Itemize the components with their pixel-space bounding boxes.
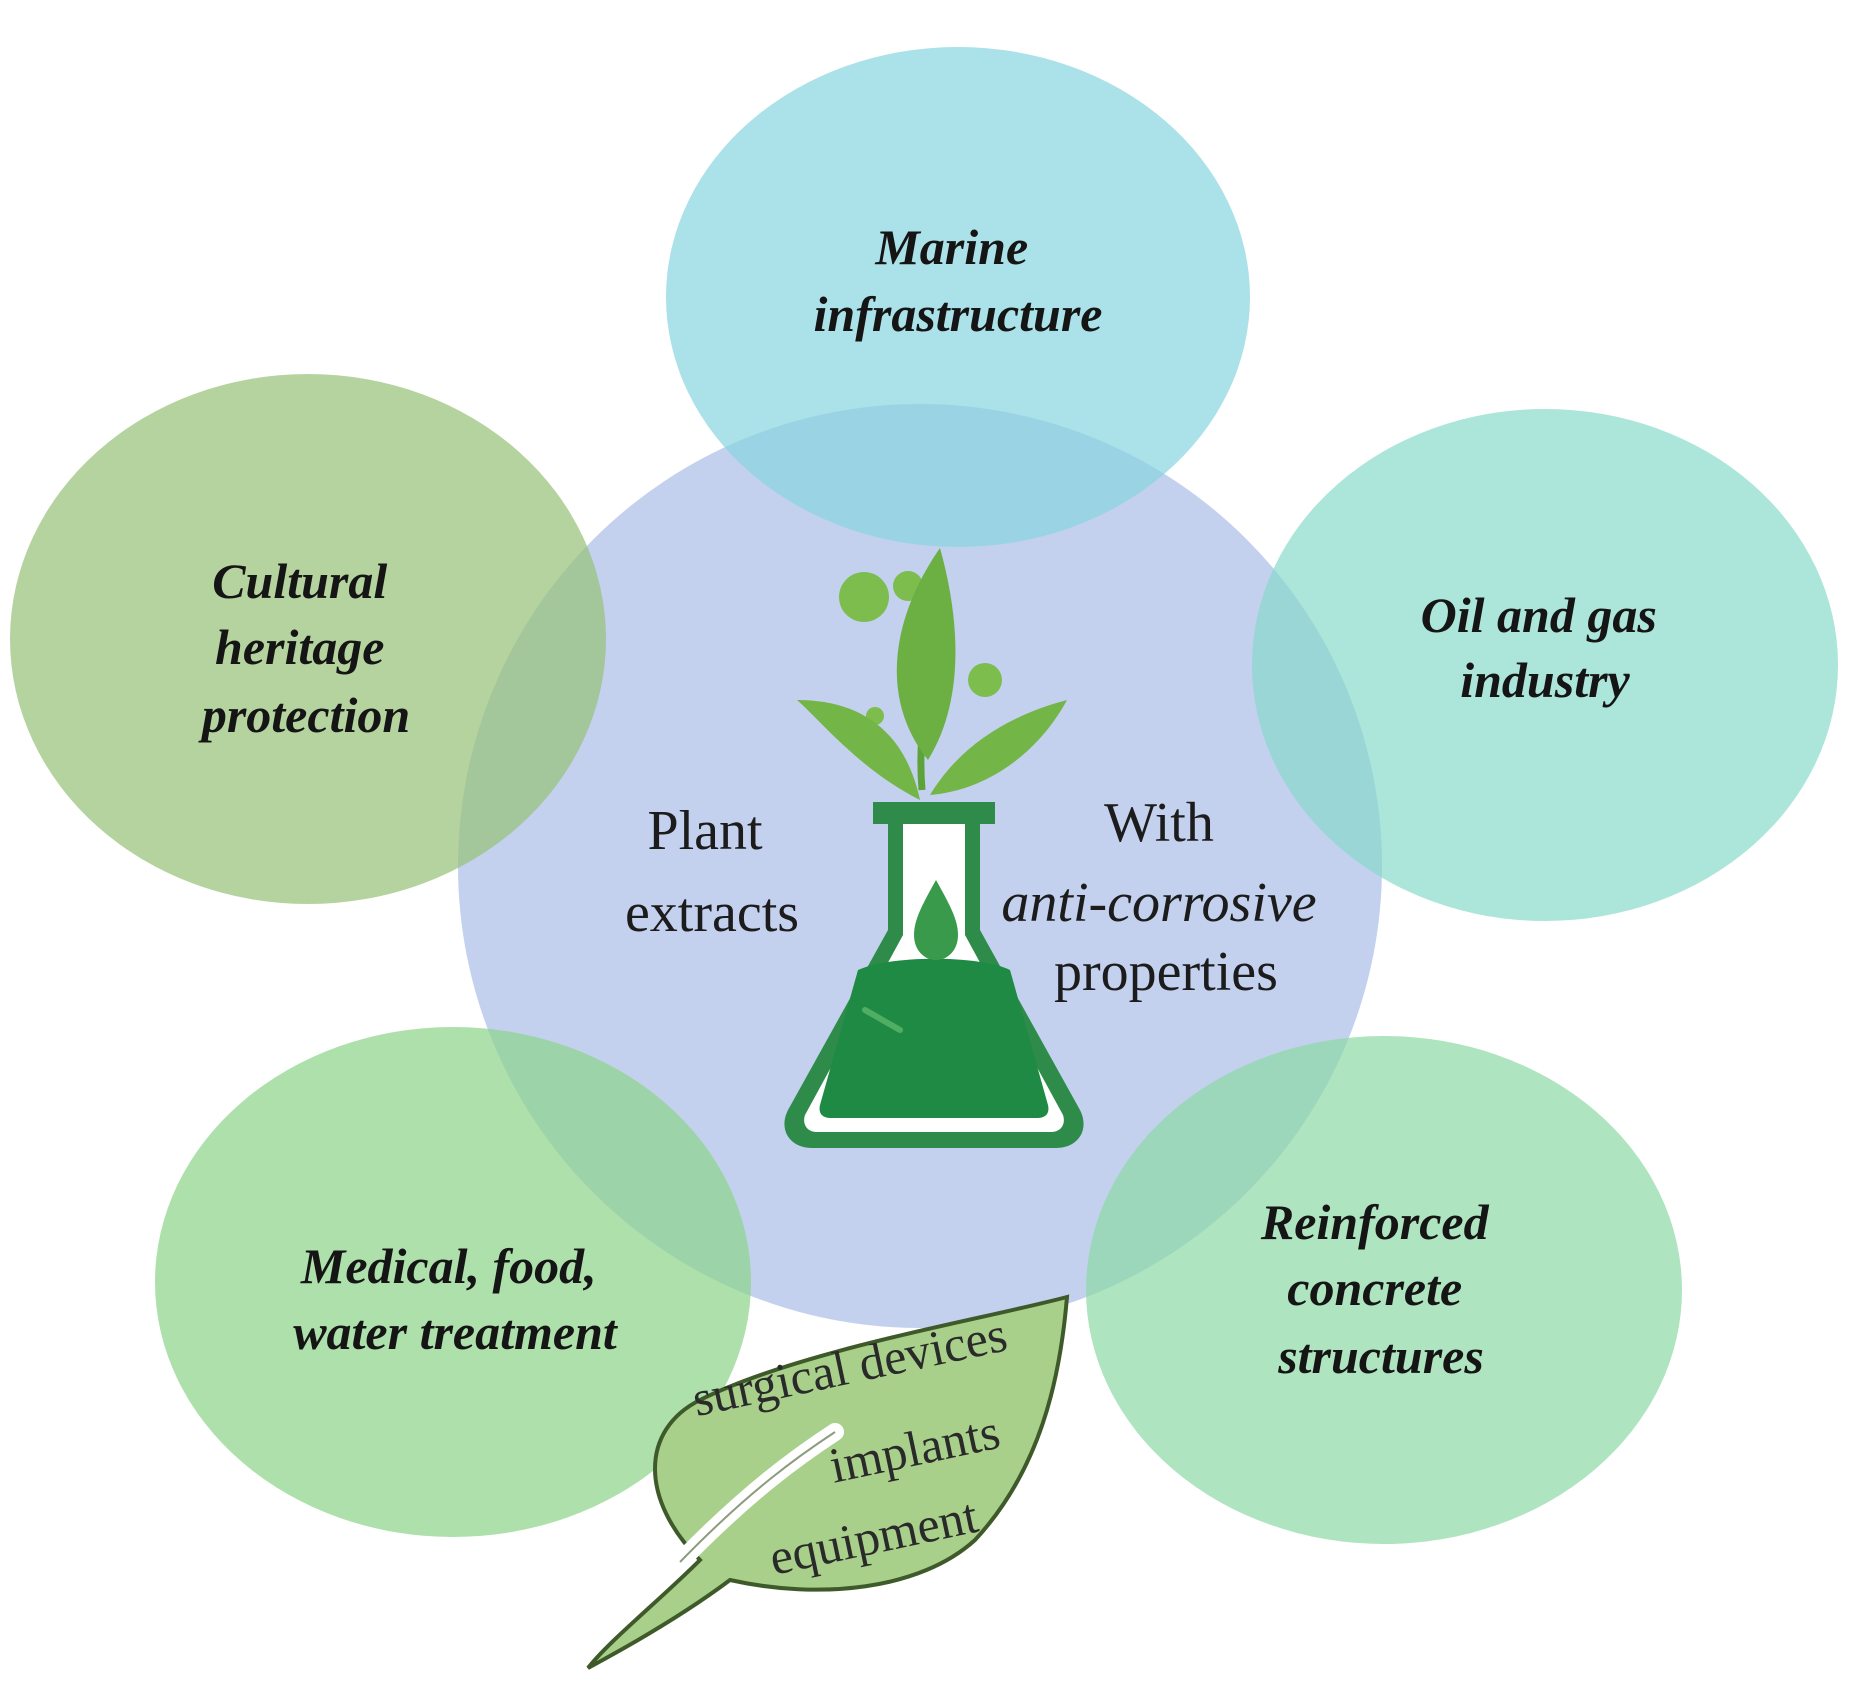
center-right-line-1: With (1104, 792, 1214, 854)
marine-line-2: infrastructure (814, 286, 1103, 342)
oil-gas-label: Oil and gas industry (1421, 587, 1670, 708)
oil-gas-line-1: Oil and gas (1421, 587, 1657, 643)
leaf-icon (586, 1294, 1070, 1670)
oil-gas-line-2: industry (1460, 652, 1630, 708)
heritage-circle (10, 374, 606, 904)
oil-gas-circle (1252, 409, 1838, 921)
heritage-line-3: protection (198, 687, 410, 743)
concrete-line-2: concrete (1287, 1260, 1462, 1316)
concrete-line-3: structures (1277, 1328, 1484, 1384)
center-right-line-3: properties (1054, 941, 1278, 1003)
medical-label: Medical, food, water treatment (293, 1238, 619, 1360)
medical-line-2: water treatment (293, 1304, 619, 1360)
marine-label: Marine infrastructure (814, 219, 1103, 342)
concrete-label: Reinforced concrete structures (1260, 1194, 1501, 1384)
concrete-line-1: Reinforced (1260, 1194, 1490, 1250)
marine-line-1: Marine (874, 219, 1028, 275)
heritage-label: Cultural heritage protection (198, 553, 410, 743)
marine-circle (666, 47, 1250, 547)
medical-line-1: Medical, food, (300, 1238, 597, 1294)
center-left-line-1: Plant (647, 800, 763, 862)
center-left-line-2: extracts (625, 882, 799, 944)
medical-circle (155, 1027, 751, 1537)
center-right-line-2: anti-corrosive (1001, 872, 1316, 934)
concrete-circle (1086, 1036, 1682, 1544)
heritage-line-2: heritage (215, 619, 384, 675)
flask-with-plant-icon (784, 548, 1084, 1148)
heritage-line-1: Cultural (212, 553, 387, 609)
center-left-label: Plant extracts (625, 800, 799, 944)
center-right-label: With anti-corrosive properties (1001, 792, 1330, 1003)
